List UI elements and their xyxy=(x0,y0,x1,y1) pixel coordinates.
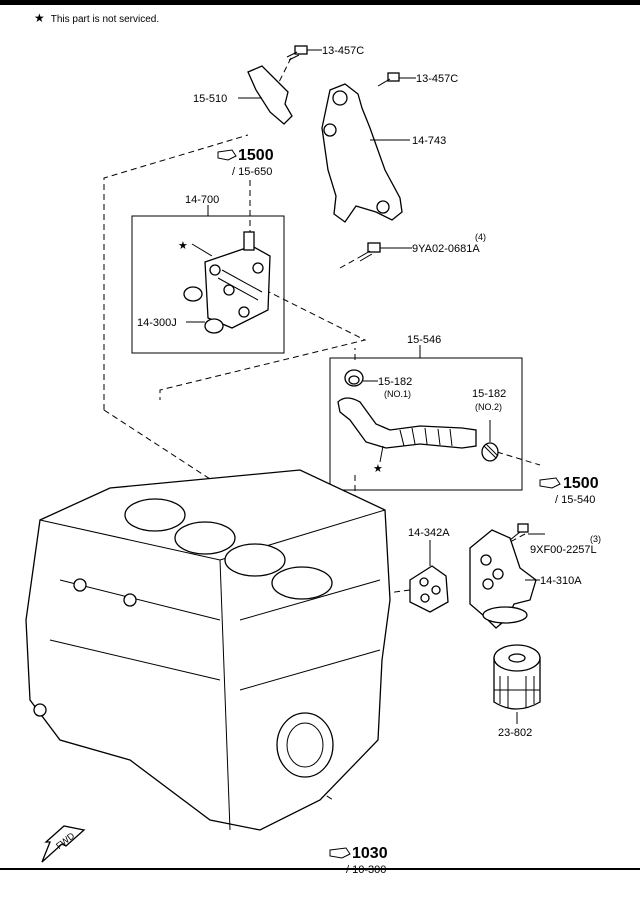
label-hose-box: 15-546 xyxy=(407,334,441,346)
box-hose xyxy=(329,357,523,491)
oil-cooler-14-700 xyxy=(204,231,271,329)
cooler-star-icon: ★ xyxy=(178,240,188,252)
label-bolt-filter: 9XF00-2257L xyxy=(530,544,597,556)
leader-hose-out xyxy=(496,451,541,466)
hand-pointer-icon-c xyxy=(329,847,351,859)
bracket-15-510 xyxy=(247,65,293,125)
top-border xyxy=(0,0,640,5)
leader-cooler-to-hose xyxy=(159,289,367,400)
gasket-14-342a xyxy=(409,565,449,613)
leader-bracket-bolt xyxy=(274,55,293,91)
oil-filter-body-14-310a xyxy=(469,529,537,629)
leader-block-to-bracket xyxy=(103,134,249,410)
star-icon: ★ xyxy=(34,11,45,25)
not-serviced-note: ★ This part is not serviced. xyxy=(34,11,159,25)
fwd-arrow-icon: FWD xyxy=(41,825,86,863)
hand-pointer-icon xyxy=(217,149,237,161)
leader-bolt-cooler xyxy=(339,257,359,269)
label-gasket: 14-342A xyxy=(408,527,450,539)
clamp-15-182-no1 xyxy=(344,369,364,387)
bracket-14-743 xyxy=(321,83,403,223)
label-bolt-filter-qty: (3) xyxy=(590,534,601,544)
hose-star-icon: ★ xyxy=(373,463,383,475)
water-hose-15-546 xyxy=(337,397,477,449)
label-clamp1: 15-182 xyxy=(378,376,412,388)
label-bolt-cooler: 9YA02-0681A xyxy=(412,243,480,255)
ref-1030: 1030 xyxy=(352,845,388,862)
clamp-15-182-no2 xyxy=(481,442,499,462)
label-clamp2: 15-182 xyxy=(472,388,506,400)
label-bolt-mid: 13-457C xyxy=(416,73,458,85)
bolt-13-457c-mid xyxy=(377,72,400,87)
ref-1030-sub: / 10-300 xyxy=(346,864,386,876)
label-clamp2-no: (NO.2) xyxy=(475,402,502,412)
label-bolt-top: 13-457C xyxy=(322,45,364,57)
label-filter-body: 14-310A xyxy=(540,575,582,587)
cylinder-block xyxy=(25,469,391,831)
label-oring: 14-300J xyxy=(137,317,177,329)
bolt-9ya02-0681a xyxy=(357,242,381,262)
label-bracket-small: 15-510 xyxy=(193,93,227,105)
ref-1500-a: 1500 xyxy=(238,147,274,164)
leader-filter-bolt xyxy=(509,533,526,543)
bottom-border xyxy=(0,868,640,870)
hand-pointer-icon-b xyxy=(539,477,561,489)
label-bolt-cooler-qty: (4) xyxy=(475,232,486,242)
bolt-13-457c-top xyxy=(286,45,308,61)
ref-1500-a-sub: / 15-650 xyxy=(232,166,272,178)
label-clamp1-no: (NO.1) xyxy=(384,389,411,399)
ref-1500-b-sub: / 15-540 xyxy=(555,494,595,506)
label-oil-filter: 23-802 xyxy=(498,727,532,739)
oil-filter-23-802 xyxy=(493,644,541,710)
o-rings-14-300j xyxy=(183,286,224,334)
bolt-9xf00-2257l xyxy=(509,523,529,541)
note-text: This part is not serviced. xyxy=(50,14,160,25)
label-cooler-box: 14-700 xyxy=(185,194,219,206)
label-bracket-large: 14-743 xyxy=(412,135,446,147)
ref-1500-b: 1500 xyxy=(563,475,599,492)
